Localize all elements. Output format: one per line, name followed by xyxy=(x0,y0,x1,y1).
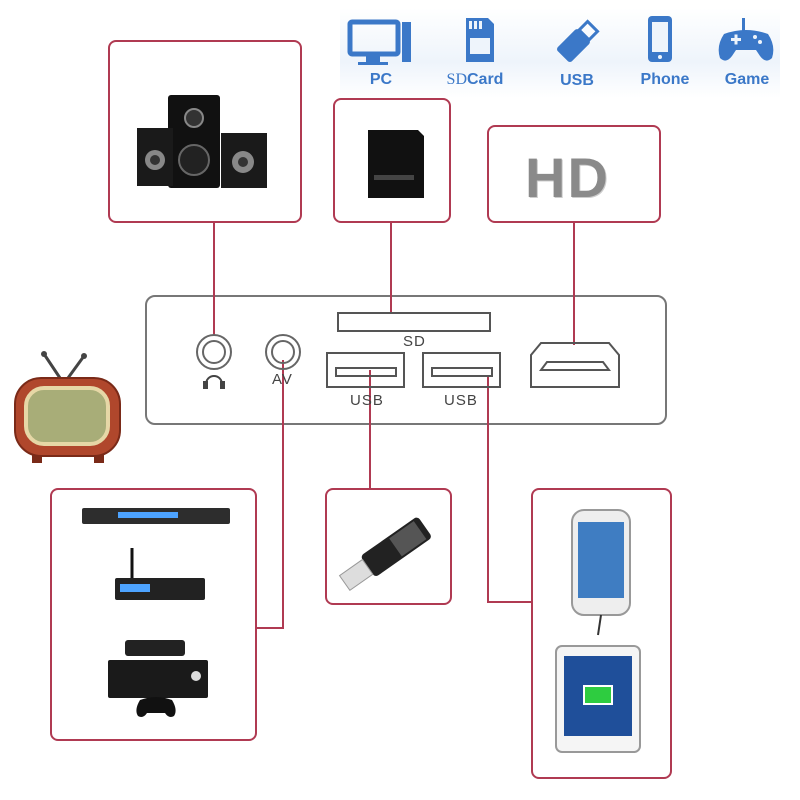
legend-label-pc: PC xyxy=(369,71,393,88)
av-jack xyxy=(265,334,301,370)
game-console-image xyxy=(108,640,208,717)
gamepad-icon xyxy=(718,18,774,61)
smartphone-image xyxy=(571,509,631,636)
legend-label-card-suffix: Card xyxy=(467,71,504,88)
legend-label-phone: Phone xyxy=(640,71,690,88)
legend-label-sd-prefix: SD xyxy=(446,71,467,88)
usb-flash-drive-image xyxy=(338,517,431,592)
headphone-icon xyxy=(203,375,225,389)
connector-lines xyxy=(213,223,575,629)
legend-label-sdcard: SDCard xyxy=(430,71,520,89)
speaker-system-image xyxy=(137,95,267,188)
phone-icon xyxy=(648,16,672,62)
router-image xyxy=(115,548,205,600)
legend-label-usb: USB xyxy=(560,72,594,89)
sd-card-image xyxy=(368,130,424,198)
sd-port-label: SD xyxy=(403,333,426,350)
usb-port-2 xyxy=(422,352,501,388)
usb2-port-label: USB xyxy=(444,392,478,409)
hdmi-port xyxy=(530,342,620,388)
sd-card-icon xyxy=(466,18,494,62)
sd-slot xyxy=(337,312,491,332)
av-port-label: AV xyxy=(272,371,293,388)
device-port-panel xyxy=(145,295,667,425)
usb2-connector xyxy=(487,375,531,603)
usb-port-1 xyxy=(326,352,405,388)
usb1-port-label: USB xyxy=(350,392,384,409)
headphone-jack xyxy=(196,334,232,370)
tablet-image xyxy=(555,645,641,753)
tv-icon xyxy=(14,351,121,463)
legend-label-game: Game xyxy=(724,71,770,88)
dvd-player-image xyxy=(82,508,230,524)
hd-logo-text: HD xyxy=(525,146,610,209)
usb-stick-icon xyxy=(557,19,600,62)
av-connector xyxy=(257,360,284,629)
monitor-icon xyxy=(347,19,411,65)
hd-box xyxy=(487,125,661,223)
